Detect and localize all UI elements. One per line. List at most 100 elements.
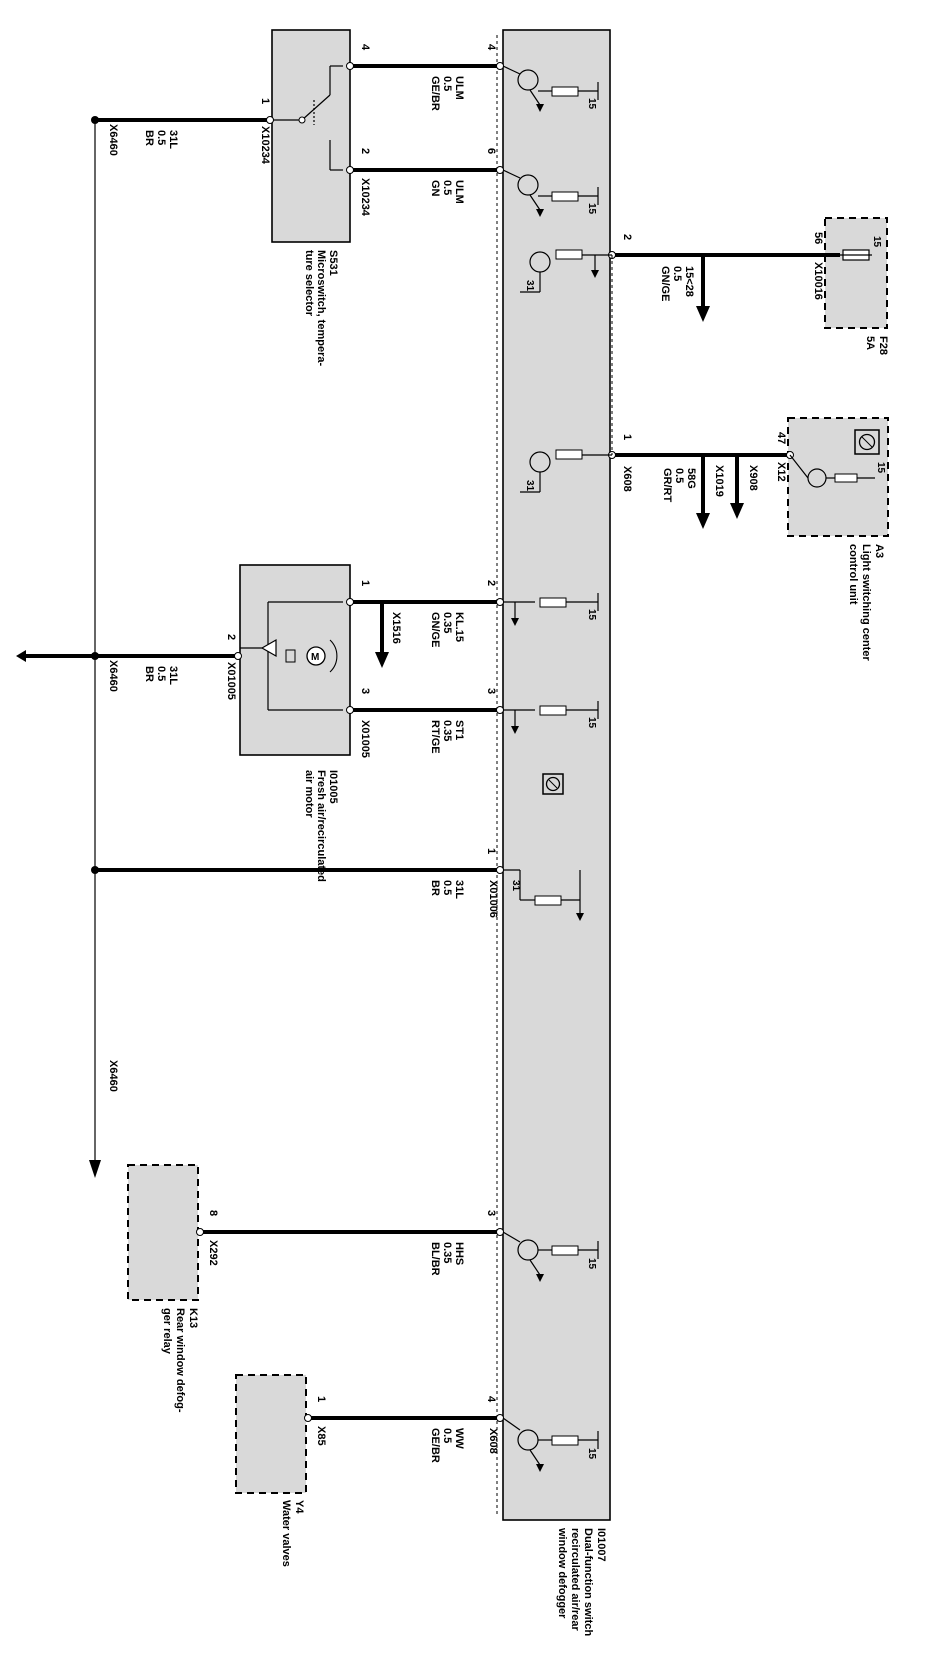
connector-label: X1019	[713, 465, 725, 497]
terminal-15-label: 15	[586, 203, 597, 215]
connector-label: X6460	[107, 1060, 119, 1092]
wire-color: BR	[143, 130, 155, 146]
pin-label: 4	[485, 44, 497, 51]
pin-label: 56	[812, 232, 824, 244]
pin-label: 2	[225, 634, 237, 640]
pin-label: 3	[485, 1210, 497, 1216]
motor-symbol-label: M	[311, 652, 319, 663]
terminal-31-label: 31	[510, 880, 521, 892]
wire-size: 0.5	[671, 266, 683, 281]
connector-label: X6460	[107, 660, 119, 692]
wire-name: ULM	[453, 180, 465, 204]
wire-name: 15<28	[683, 266, 695, 297]
connector-label: X1516	[390, 612, 402, 644]
dual-function-switch-module	[502, 29, 611, 1521]
pin-label: 2	[359, 148, 371, 154]
driver-kl15-icon	[503, 593, 599, 626]
down-arrow-icon	[696, 306, 710, 322]
connector-label: X01006	[487, 880, 499, 918]
pin-label: 3	[485, 688, 497, 694]
driver-ulm2-icon	[502, 169, 599, 217]
rear-window-defogger-relay-box	[127, 1164, 199, 1301]
component-a3-name: A3	[873, 544, 885, 558]
component-f28-name: F28	[877, 336, 889, 355]
wire-size: 0.5	[441, 880, 453, 895]
component-i01007-label: recirculated air/rear	[569, 1528, 581, 1631]
pin-label: 6	[485, 148, 497, 154]
wire-name: 58G	[685, 468, 697, 489]
component-s531-label: Microswitch, tempera-	[315, 250, 327, 366]
terminal-31-label: 31	[524, 280, 535, 292]
connector-label: X292	[207, 1240, 219, 1266]
wire-color: GN/GE	[659, 266, 671, 301]
pin-label: 4	[359, 44, 371, 51]
module-symbol-icon	[542, 773, 564, 795]
wire-name: 31L	[453, 880, 465, 899]
component-y4-name: Y4	[293, 1500, 305, 1514]
terminal-15-label: 15	[871, 236, 882, 248]
pin-label: 2	[621, 234, 633, 240]
component-k13-name: K13	[187, 1308, 199, 1328]
water-valves-box	[235, 1374, 307, 1494]
wire-color: GR/RT	[661, 468, 673, 503]
microswitch-symbol-icon	[272, 65, 343, 171]
component-i01007-name: I01007	[595, 1528, 607, 1562]
wire-name: ST1	[453, 720, 465, 740]
microswitch-s531-box	[271, 29, 351, 243]
component-i01005-label: air motor	[303, 770, 315, 818]
wire-name: HHS	[453, 1242, 465, 1265]
connector-label: X85	[315, 1426, 327, 1446]
component-f28-rating: 5A	[864, 336, 876, 350]
connector-label: X10234	[259, 126, 271, 165]
pin-label: 2	[485, 580, 497, 586]
terminal-15-label: 15	[586, 717, 597, 729]
connector-label: X608	[487, 1428, 499, 1454]
connector-label: X908	[747, 465, 759, 491]
pin-label: 8	[207, 1210, 219, 1216]
wire-color: GE/BR	[429, 1428, 441, 1463]
driver-st1-icon	[503, 701, 599, 734]
terminal-15-label: 15	[586, 1258, 597, 1270]
wire-color: GN/GE	[429, 612, 441, 647]
transistor-icon	[789, 454, 875, 488]
wire-size: 0.5	[155, 666, 167, 681]
wire-name: 31L	[167, 130, 179, 149]
wire-color: BL/BR	[429, 1242, 441, 1276]
terminal-15-label: 15	[586, 98, 597, 110]
motor-icon: M	[240, 601, 343, 711]
wire-size: 0.35	[441, 612, 453, 633]
wire-size: 0.5	[441, 180, 453, 195]
terminal-15-label: 15	[875, 462, 886, 474]
component-k13-label: Rear window defog-	[174, 1308, 186, 1413]
fuse-f28-box	[824, 217, 888, 329]
component-i01007-label: window defogger	[556, 1527, 568, 1619]
left-arrow-icon	[16, 650, 26, 662]
connector-label: X608	[621, 466, 633, 492]
driver-ulm1-icon	[502, 65, 599, 112]
pin-label: 1	[315, 1396, 327, 1402]
connector-label: X01005	[359, 720, 371, 758]
wire-size: 0.35	[441, 720, 453, 741]
component-s531-label: ture selector	[303, 250, 315, 317]
driver-hhs-icon	[502, 1231, 599, 1282]
terminal-15-label: 15	[586, 609, 597, 621]
down-arrow-icon	[375, 652, 389, 668]
wire-color: BR	[429, 880, 441, 896]
component-s531-name: S531	[327, 250, 339, 276]
driver-ground-icon	[503, 869, 584, 921]
wire-color: BR	[143, 666, 155, 682]
wire-name: 31L	[167, 666, 179, 685]
connector-label: X10234	[359, 178, 371, 217]
component-y4-label: Water valves	[280, 1500, 292, 1567]
driver-ww-icon	[502, 1417, 599, 1472]
connector-label: X10016	[812, 262, 824, 300]
pin-label: 1	[359, 580, 371, 586]
down-arrow-icon	[730, 503, 744, 519]
wire-size: 0.5	[441, 1428, 453, 1443]
fuse-icon	[840, 249, 872, 261]
down-arrow-icon	[696, 513, 710, 529]
component-i01005-label: Fresh air/recirculated	[315, 770, 327, 882]
component-i01005-name: I01005	[327, 770, 339, 804]
